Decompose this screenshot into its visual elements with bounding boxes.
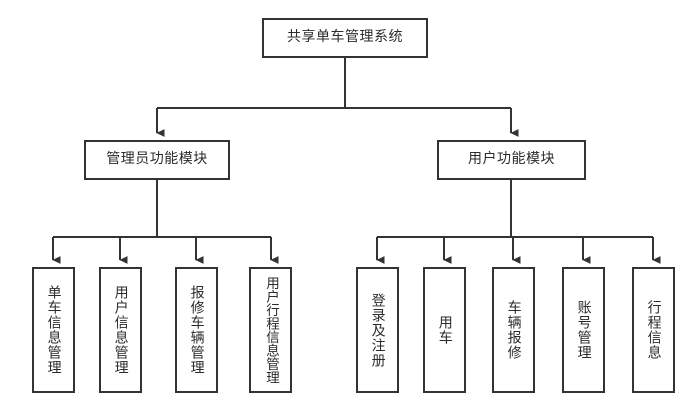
node-leaf-label: 报修车辆管理: [188, 285, 205, 375]
node-admin-module[interactable]: 管理员功能模块: [84, 140, 230, 180]
node-leaf-user-trip-info-management[interactable]: 用户行程信息管理: [249, 267, 292, 393]
node-root[interactable]: 共享单车管理系统: [262, 18, 428, 58]
node-leaf-label: 车辆报修: [505, 300, 522, 360]
node-leaf-label: 账号管理: [575, 300, 592, 360]
node-leaf-bike-info-management[interactable]: 单车信息管理: [32, 267, 75, 393]
node-leaf-account-management[interactable]: 账号管理: [562, 267, 605, 393]
node-leaf-user-info-management[interactable]: 用户信息管理: [99, 267, 142, 393]
node-leaf-label: 用户信息管理: [112, 285, 129, 375]
node-leaf-label: 用车: [436, 315, 453, 345]
node-leaf-label: 行程信息: [645, 300, 662, 360]
node-root-label: 共享单车管理系统: [287, 29, 403, 46]
node-admin-module-label: 管理员功能模块: [106, 151, 208, 168]
node-leaf-label: 单车信息管理: [45, 285, 62, 375]
node-leaf-vehicle-repair-report[interactable]: 车辆报修: [492, 267, 535, 393]
node-user-module[interactable]: 用户功能模块: [437, 140, 586, 180]
node-leaf-label: 用户行程信息管理: [263, 276, 280, 384]
node-leaf-label: 登录及注册: [369, 292, 386, 368]
node-leaf-login-and-register[interactable]: 登录及注册: [356, 267, 399, 393]
node-leaf-use-bike[interactable]: 用车: [423, 267, 466, 393]
node-leaf-trip-info[interactable]: 行程信息: [632, 267, 675, 393]
node-user-module-label: 用户功能模块: [468, 151, 555, 168]
node-leaf-repair-vehicle-management[interactable]: 报修车辆管理: [175, 267, 218, 393]
